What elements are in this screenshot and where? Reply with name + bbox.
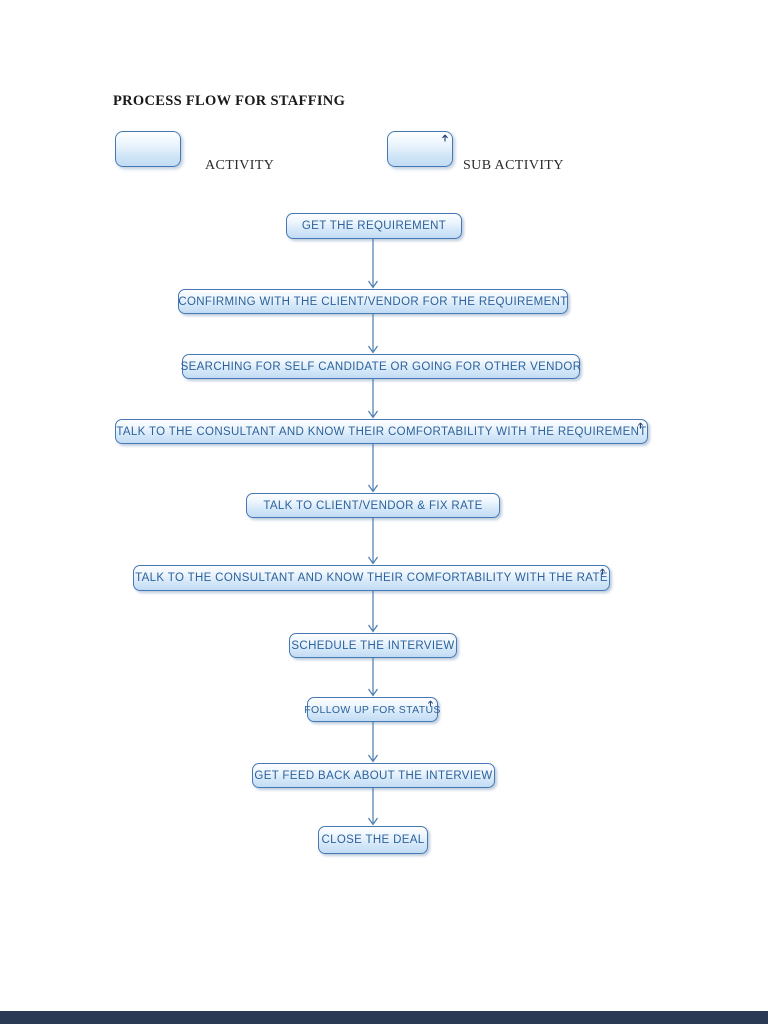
- legend-activity-shape: [115, 131, 181, 167]
- flow-node-3: SEARCHING FOR SELF CANDIDATE OR GOING FO…: [180, 354, 582, 379]
- flow-node-label: SCHEDULE THE INTERVIEW: [291, 639, 455, 652]
- arrow-down-connector: [368, 518, 378, 565]
- flow-node-9: GET FEED BACK ABOUT THE INTERVIEW: [252, 763, 495, 788]
- flow-node-label: GET FEED BACK ABOUT THE INTERVIEW: [254, 769, 493, 782]
- flow-node-10: CLOSE THE DEAL: [318, 826, 428, 854]
- arrow-down-connector: [368, 591, 378, 633]
- flow-node-label: TALK TO THE CONSULTANT AND KNOW THEIR CO…: [116, 425, 647, 438]
- legend-sub-activity-label: SUB ACTIVITY: [463, 158, 564, 173]
- flow-node-label: CONFIRMING WITH THE CLIENT/VENDOR FOR TH…: [178, 295, 568, 308]
- flow-node-label: GET THE REQUIREMENT: [301, 220, 447, 232]
- bottom-bar: [0, 1011, 768, 1024]
- flow-node-2: CONFIRMING WITH THE CLIENT/VENDOR FOR TH…: [178, 289, 568, 314]
- up-arrow-icon: [442, 134, 448, 142]
- arrow-down-connector: [368, 722, 378, 763]
- flow-node-7: SCHEDULE THE INTERVIEW: [289, 633, 457, 658]
- flow-node-label: TALK TO THE CONSULTANT AND KNOW THEIR CO…: [135, 572, 608, 584]
- flow-node-label: SEARCHING FOR SELF CANDIDATE OR GOING FO…: [180, 360, 582, 373]
- legend-sub-activity-shape: [387, 131, 453, 167]
- flow-node-4: TALK TO THE CONSULTANT AND KNOW THEIR CO…: [115, 419, 648, 444]
- arrow-down-connector: [368, 379, 378, 419]
- flow-node-label: FOLLOW UP FOR STATUS: [304, 703, 441, 716]
- arrow-down-connector: [368, 239, 378, 289]
- flow-node-1: GET THE REQUIREMENT: [286, 213, 462, 239]
- arrow-down-connector: [368, 444, 378, 493]
- up-arrow-icon: [599, 568, 606, 575]
- arrow-down-connector: [368, 657, 378, 697]
- legend-activity-label: ACTIVITY: [205, 158, 275, 173]
- flow-node-label: CLOSE THE DEAL: [321, 834, 425, 846]
- arrow-down-connector: [368, 787, 378, 826]
- page-title: PROCESS FLOW FOR STAFFING: [113, 93, 346, 109]
- up-arrow-icon: [427, 700, 434, 707]
- flow-node-8: FOLLOW UP FOR STATUS: [304, 697, 441, 722]
- flow-node-5: TALK TO CLIENT/VENDOR & FIX RATE: [246, 493, 500, 518]
- arrow-down-connector: [368, 314, 378, 354]
- up-arrow-icon: [637, 422, 644, 429]
- flow-node-6: TALK TO THE CONSULTANT AND KNOW THEIR CO…: [133, 565, 610, 591]
- flow-node-label: TALK TO CLIENT/VENDOR & FIX RATE: [263, 499, 483, 512]
